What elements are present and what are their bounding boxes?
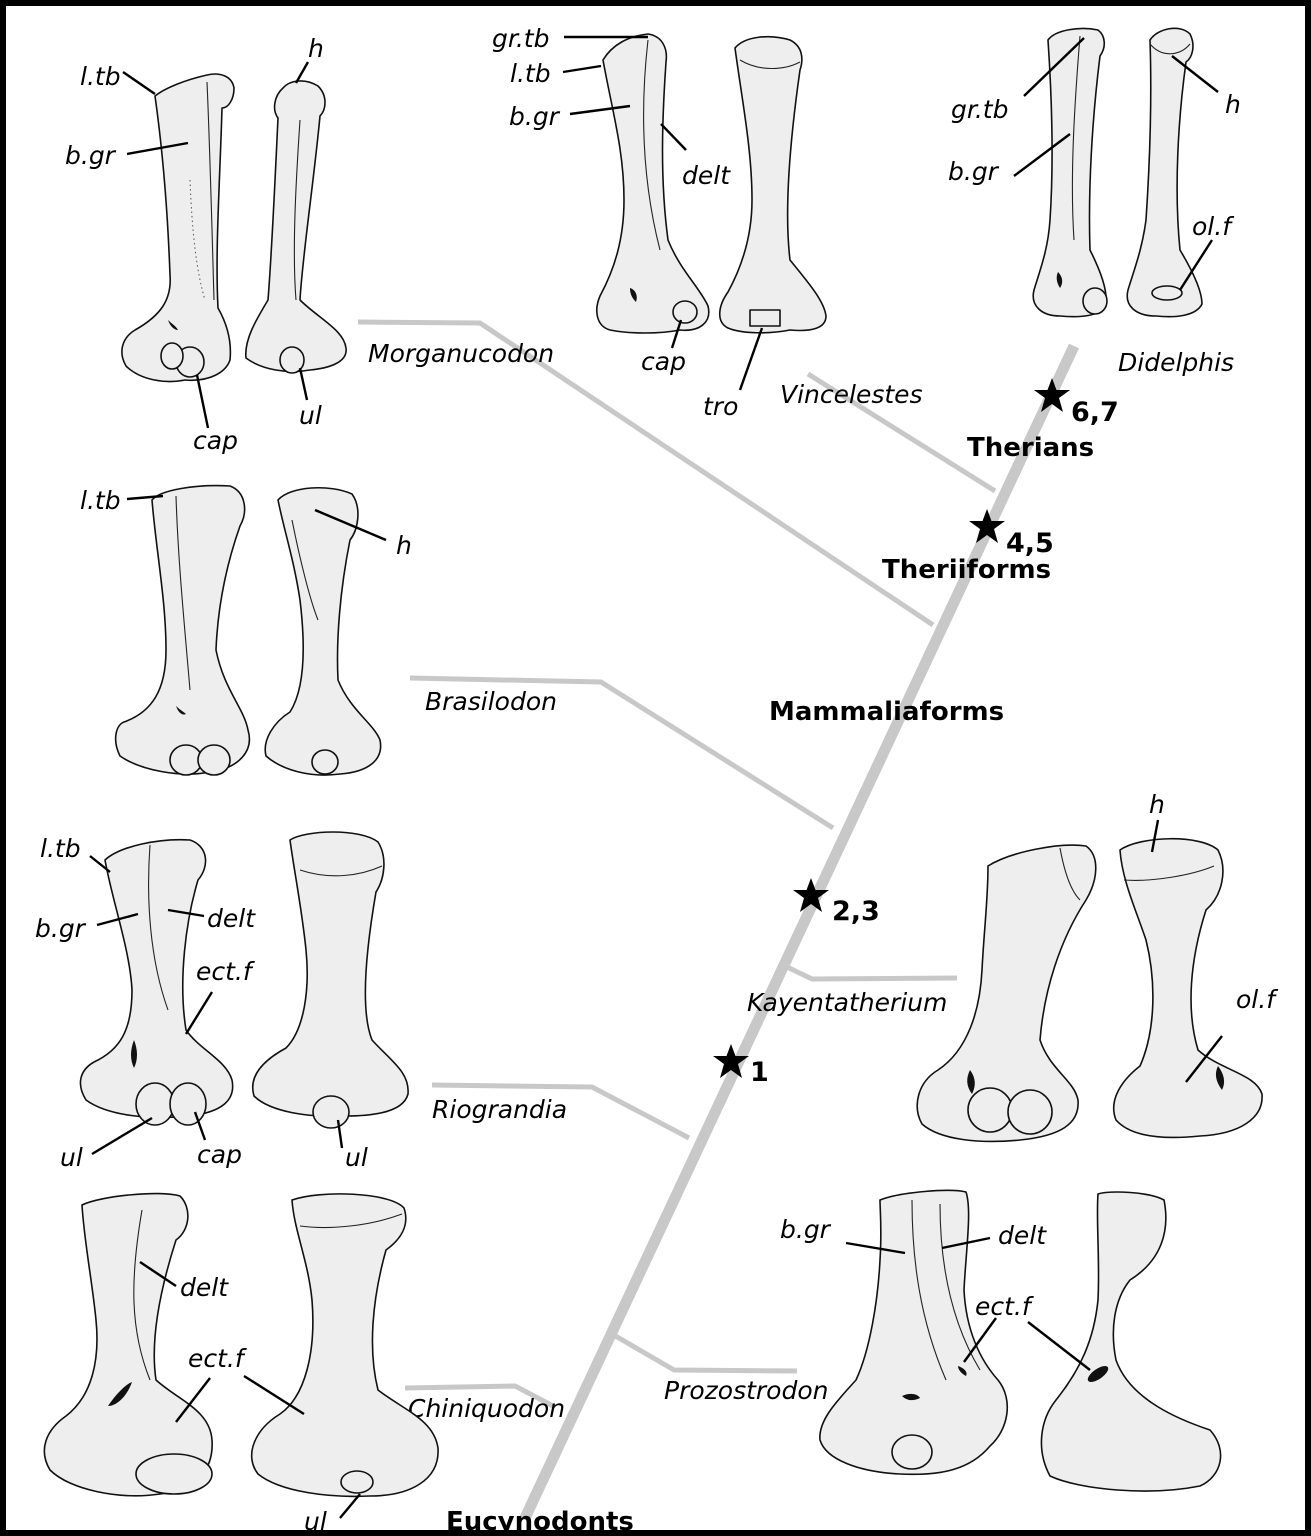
label-vincelestes-ltb: l.tb [510, 59, 551, 88]
label-riograndia-ltb: l.tb [40, 834, 81, 863]
riograndia-ulnar-condyle [136, 1083, 174, 1125]
didelphis-humerus-anterior [1033, 28, 1106, 316]
label-vincelestes-bgr: b.gr [509, 102, 561, 131]
label-riograndia-ectf: ect.f [196, 957, 255, 986]
taxon-brasilodon: Brasilodon [425, 687, 557, 716]
label-didelphis-h: h [1225, 90, 1241, 119]
leader-chiniquodon-ectf-2 [244, 1376, 304, 1414]
riograndia-ulnar-condyle-post [313, 1096, 349, 1128]
leader-morganucodon-ltb [123, 72, 155, 94]
taxon-chiniquodon: Chiniquodon [408, 1394, 565, 1423]
label-didelphis-grtb: gr.tb [951, 95, 1008, 124]
label-chiniquodon-delt: delt [180, 1273, 229, 1302]
label-morganucodon-bgr: b.gr [65, 141, 117, 170]
brasilodon-humeri: l.tb h [80, 486, 412, 775]
chiniquodon-humeri: delt ect.f ul [44, 1194, 438, 1536]
label-riograndia-ul2: ul [345, 1143, 368, 1172]
leader-vincelestes-ltb [563, 66, 601, 72]
star-label-2-3: 2,3 [832, 896, 880, 927]
clade-theriiforms: Theriiforms [882, 555, 1051, 585]
didelphis-condyle-ant [1083, 288, 1107, 314]
label-kayentatherium-olf: ol.f [1236, 985, 1278, 1014]
label-riograndia-delt: delt [207, 904, 256, 933]
label-morganucodon-ltb: l.tb [80, 62, 121, 91]
prozostrodon-condyle [892, 1435, 932, 1469]
taxon-didelphis: Didelphis [1118, 348, 1234, 377]
prozostrodon-humeri: b.gr delt ect.f [780, 1190, 1221, 1491]
clade-therians: Therians [967, 433, 1094, 463]
brasilodon-humerus-anterior [116, 486, 250, 774]
brasilodon-condyle-2 [198, 745, 230, 775]
label-morganucodon-ul: ul [299, 401, 322, 430]
riograndia-humerus-posterior [253, 832, 408, 1116]
label-chiniquodon-ectf: ect.f [188, 1344, 247, 1373]
kayentatherium-condyle-2 [1008, 1090, 1052, 1134]
clade-mammaliaforms: Mammaliaforms [769, 697, 1004, 727]
chiniquodon-humerus-anterior [44, 1194, 212, 1496]
leader-riograndia-ectf [186, 992, 212, 1034]
leader-chiniquodon-ul [340, 1494, 360, 1518]
leader-morganucodon-cap [197, 375, 208, 428]
label-vincelestes-cap: cap [641, 347, 686, 376]
kayentatherium-humeri: h ol.f [917, 790, 1278, 1141]
morganucodon-trochlea [161, 343, 183, 369]
label-brasilodon-h: h [396, 531, 412, 560]
prozostrodon-humerus-anterior [820, 1190, 1007, 1474]
leader-riograndia-ul1 [92, 1118, 152, 1154]
label-riograndia-bgr: b.gr [35, 914, 87, 943]
riograndia-capitulum [170, 1083, 206, 1125]
vincelestes-trochlea [750, 310, 780, 326]
star-label-1: 1 [750, 1057, 769, 1088]
label-prozostrodon-ectf: ect.f [975, 1292, 1034, 1321]
label-prozostrodon-bgr: b.gr [780, 1215, 832, 1244]
morganucodon-humerus-posterior [246, 81, 346, 372]
taxon-kayentatherium: Kayentatherium [747, 988, 947, 1017]
brasilodon-ulnar-condyle [312, 750, 338, 774]
taxon-riograndia: Riograndia [432, 1095, 567, 1124]
label-kayentatherium-h: h [1149, 790, 1165, 819]
leader-prozostrodon-ectf-2 [1028, 1322, 1090, 1370]
leader-vincelestes-tro [740, 328, 762, 390]
taxon-prozostrodon: Prozostrodon [664, 1376, 828, 1405]
leader-morganucodon-h [296, 62, 308, 83]
label-chiniquodon-ul: ul [304, 1507, 327, 1536]
morganucodon-humeri: l.tb b.gr cap h ul [65, 34, 346, 455]
chiniquodon-ulnar-condyle [341, 1471, 373, 1493]
morganucodon-humerus-anterior [122, 74, 234, 381]
label-vincelestes-grtb: gr.tb [492, 24, 549, 53]
vincelestes-humerus-posterior [720, 37, 826, 333]
label-riograndia-ul1: ul [60, 1143, 83, 1172]
label-morganucodon-h: h [308, 34, 324, 63]
chiniquodon-condyle [136, 1454, 212, 1494]
branch-kayentatherium [785, 966, 957, 979]
label-didelphis-olf: ol.f [1192, 212, 1234, 241]
label-brasilodon-ltb: l.tb [80, 486, 121, 515]
leader-morganucodon-ul [300, 368, 307, 400]
clade-eucynodonts: Eucynodonts [446, 1507, 634, 1536]
chiniquodon-humerus-posterior [252, 1194, 438, 1496]
star-label-6-7: 6,7 [1071, 397, 1119, 428]
label-morganucodon-cap: cap [193, 426, 238, 455]
taxon-vincelestes: Vincelestes [780, 380, 923, 409]
kayentatherium-condyle-1 [968, 1088, 1012, 1132]
label-vincelestes-tro: tro [703, 392, 738, 421]
didelphis-olecranon-fossa [1152, 286, 1182, 300]
label-riograndia-cap: cap [197, 1140, 242, 1169]
vincelestes-capitulum [673, 301, 697, 323]
taxon-morganucodon: Morganucodon [368, 339, 554, 368]
riograndia-humeri: l.tb b.gr delt ect.f ul cap ul [35, 832, 408, 1172]
didelphis-humeri: gr.tb b.gr h ol.f [948, 28, 1241, 316]
branch-prozostrodon [612, 1334, 797, 1371]
label-didelphis-bgr: b.gr [948, 157, 1000, 186]
prozostrodon-humerus-posterior [1041, 1192, 1220, 1491]
label-prozostrodon-delt: delt [998, 1221, 1047, 1250]
label-vincelestes-delt: delt [682, 161, 731, 190]
leader-vincelestes-delt [661, 124, 686, 150]
